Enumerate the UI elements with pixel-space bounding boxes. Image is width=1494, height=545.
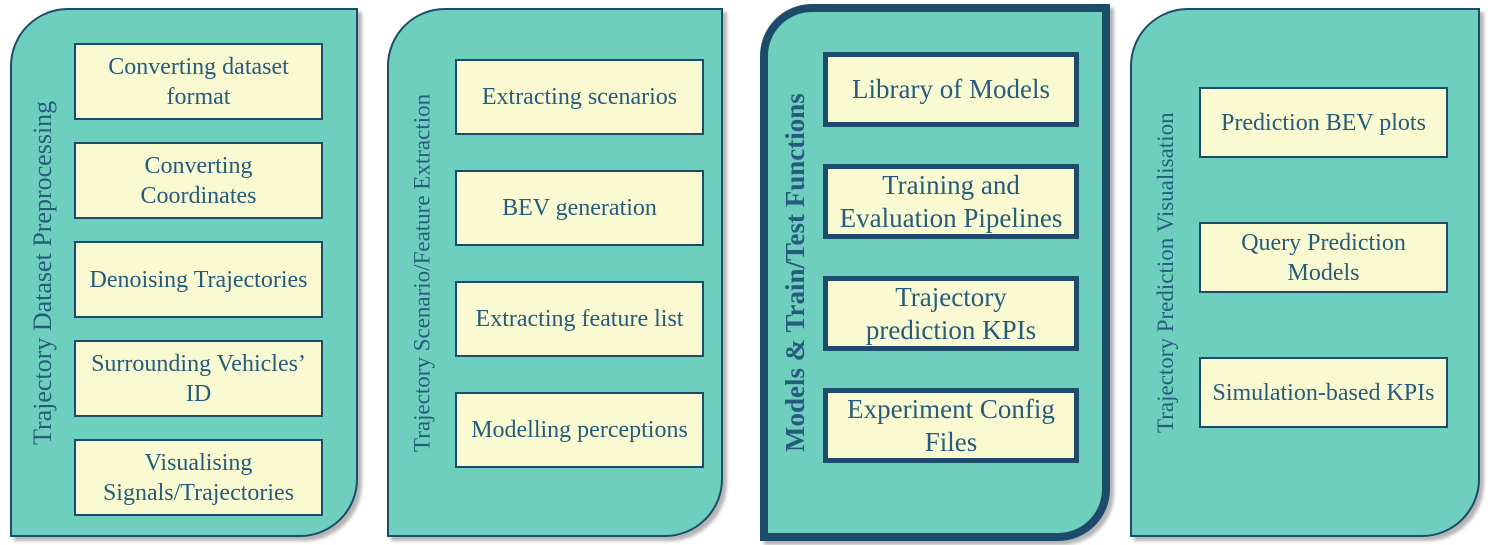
panel-models-train-test-functions: Models & Train/Test Functions Library of… <box>760 4 1110 541</box>
panel-title: Trajectory Prediction Visualisation <box>1153 112 1178 433</box>
panel-title: Trajectory Scenario/Feature Extraction <box>409 93 435 452</box>
diagram-box: Surrounding Vehicles’ ID <box>74 340 323 417</box>
diagram-box: Query Prediction Models <box>1199 222 1448 293</box>
diagram-box: Converting dataset format <box>74 43 323 120</box>
panel-title: Models & Train/Test Functions <box>780 93 810 452</box>
diagram-box: Modelling perceptions <box>455 392 704 468</box>
diagram-box: Denoising Trajectories <box>74 241 323 318</box>
diagram-box: Extracting feature list <box>455 281 704 357</box>
panel-title: Trajectory Dataset Preprocessing <box>28 100 57 445</box>
diagram-box: BEV generation <box>455 170 704 246</box>
panel-trajectory-scenario-feature-extraction: Trajectory Scenario/Feature Extraction E… <box>387 8 723 537</box>
diagram-box: Library of Models <box>823 52 1079 127</box>
panel-trajectory-dataset-preprocessing: Trajectory Dataset Preprocessing Convert… <box>10 8 358 537</box>
panel-trajectory-prediction-visualisation: Trajectory Prediction Visualisation Pred… <box>1130 8 1480 537</box>
diagram-box: Experiment Config Files <box>823 388 1079 463</box>
diagram-box: Prediction BEV plots <box>1199 87 1448 158</box>
diagram-box: Converting Coordinates <box>74 142 323 219</box>
diagram-box: Simulation-based KPIs <box>1199 357 1448 428</box>
diagram-box: Extracting scenarios <box>455 59 704 135</box>
diagram-box: Visualising Signals/Trajectories <box>74 439 323 516</box>
diagram-box: Training and Evaluation Pipelines <box>823 164 1079 239</box>
diagram-box: Trajectory prediction KPIs <box>823 276 1079 351</box>
